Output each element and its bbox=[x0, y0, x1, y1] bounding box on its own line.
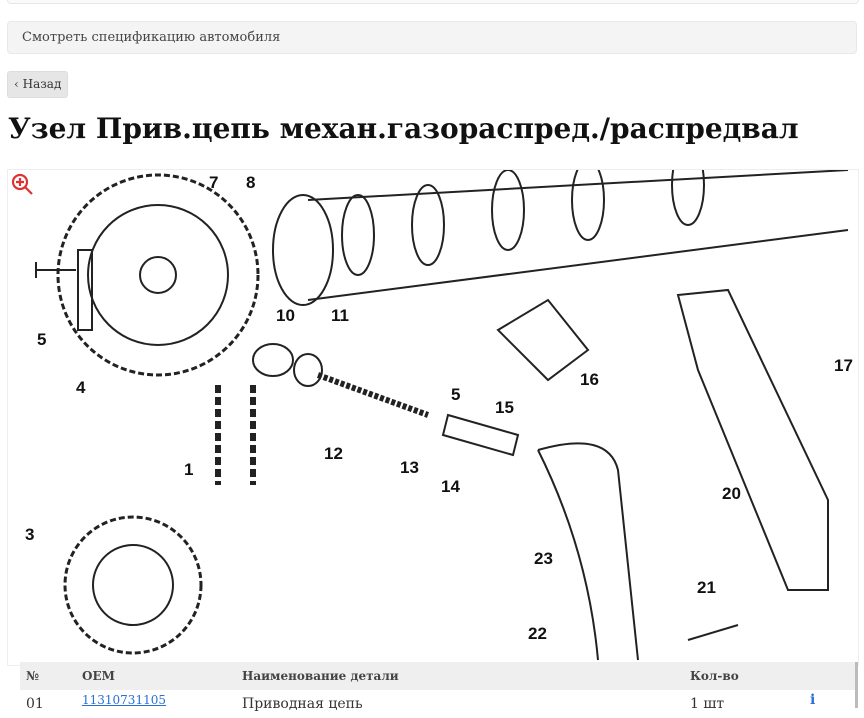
callout: 3 bbox=[25, 525, 35, 544]
callout: 23 bbox=[534, 549, 553, 568]
diagram-drawing bbox=[35, 170, 849, 661]
callout: 16 bbox=[580, 370, 599, 389]
col-qty: Кол-во bbox=[684, 662, 804, 690]
callout: 7 bbox=[209, 173, 219, 192]
col-oem: OEM bbox=[76, 662, 236, 690]
vehicle-spec-link[interactable]: Смотреть спецификацию автомобиля bbox=[7, 21, 857, 54]
table-row: 01 11310731105 Приводная цепь 1 шт i bbox=[20, 690, 856, 718]
callout: 5 bbox=[451, 385, 461, 404]
callout: 1 bbox=[184, 460, 194, 479]
table-scrollbar[interactable] bbox=[855, 662, 858, 708]
page-title: Узел Прив.цепь механ.газораспред./распре… bbox=[8, 112, 799, 145]
callout: 8 bbox=[246, 173, 256, 192]
callout: 10 bbox=[276, 306, 295, 325]
callout: 13 bbox=[400, 458, 419, 477]
callout: 17 bbox=[834, 356, 853, 375]
callout: 12 bbox=[324, 444, 343, 463]
col-info bbox=[804, 662, 856, 690]
zoom-in-icon[interactable] bbox=[10, 172, 34, 196]
row-qty: 1 шт bbox=[690, 696, 725, 712]
chevron-left-icon: ‹ bbox=[14, 77, 23, 91]
col-no: № bbox=[20, 662, 76, 690]
callout: 15 bbox=[495, 398, 514, 417]
info-icon[interactable]: i bbox=[810, 692, 816, 708]
callout: 5 bbox=[37, 330, 47, 349]
row-no: 01 bbox=[26, 696, 44, 712]
callout: 22 bbox=[528, 624, 547, 643]
callout: 20 bbox=[722, 484, 741, 503]
callout: 11 bbox=[331, 306, 349, 325]
parts-table: № OEM Наименование детали Кол-во 01 1131… bbox=[20, 662, 856, 718]
parts-diagram[interactable]: 1 3 4 5 7 8 10 11 12 13 14 5 15 16 17 20… bbox=[7, 169, 859, 666]
back-button[interactable]: ‹ Назад bbox=[7, 71, 69, 98]
col-name: Наименование детали bbox=[236, 662, 684, 690]
row-name: Приводная цепь bbox=[242, 696, 363, 712]
callout: 21 bbox=[697, 578, 716, 597]
top-panel bbox=[7, 0, 859, 4]
oem-link[interactable]: 11310731105 bbox=[82, 693, 166, 707]
callout: 14 bbox=[441, 477, 460, 496]
table-header: № OEM Наименование детали Кол-во bbox=[20, 662, 856, 690]
back-label: Назад bbox=[22, 77, 62, 91]
callout: 4 bbox=[76, 378, 86, 397]
